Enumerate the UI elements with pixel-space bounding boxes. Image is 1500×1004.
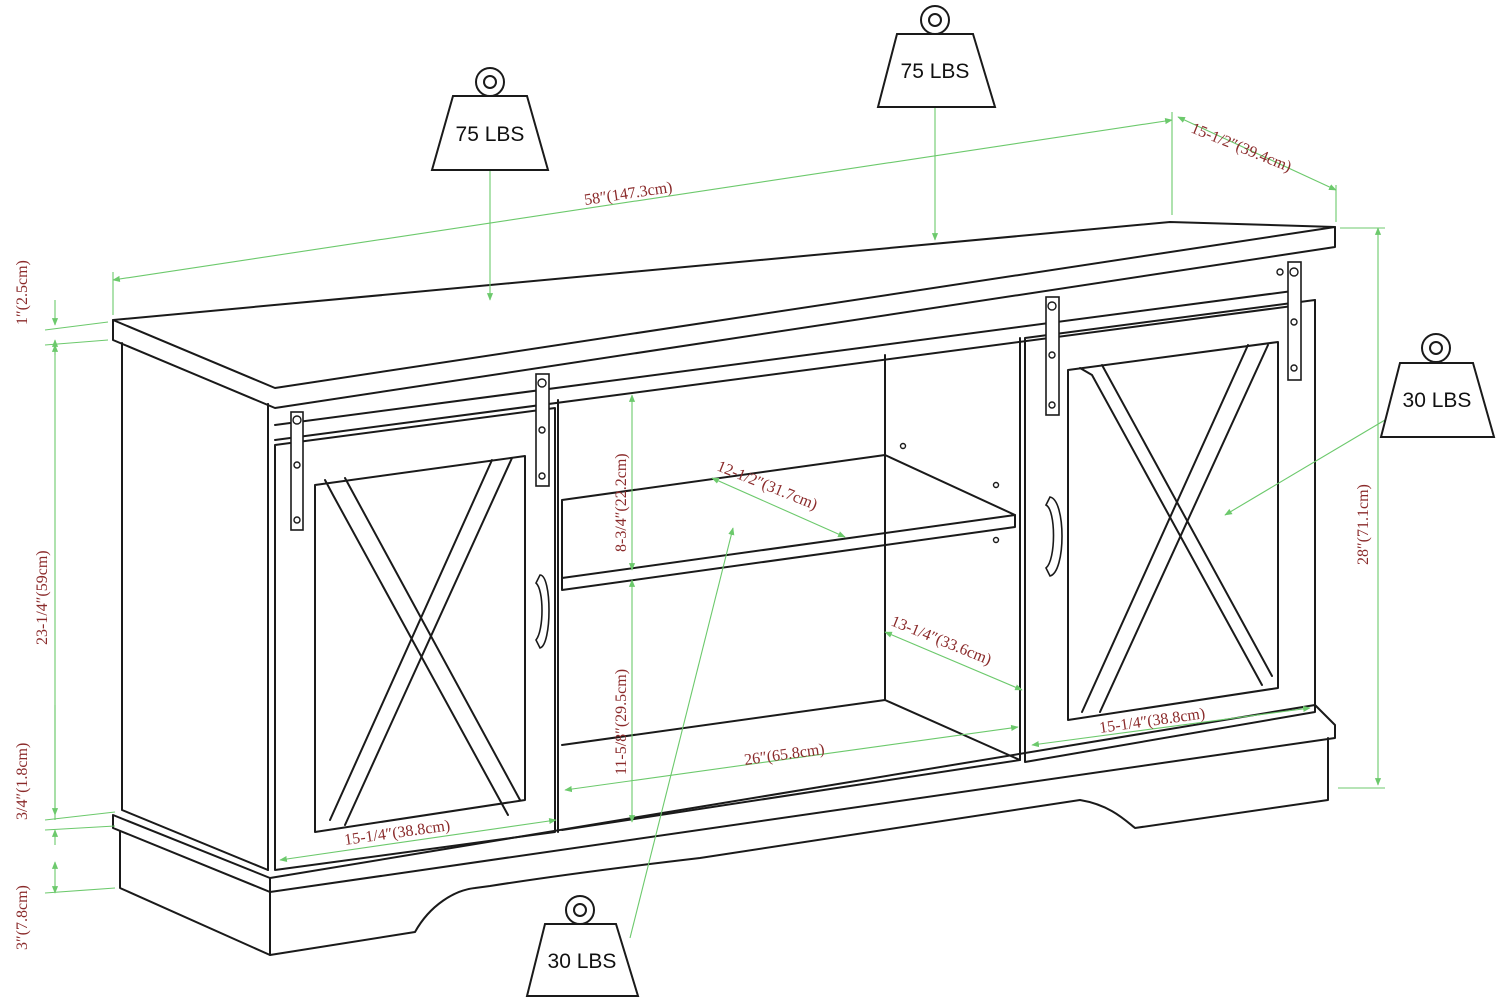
dim-top-thickness-label: 1″(2.5cm) [14, 260, 31, 325]
dim-left-door-width-label: 15-1/4″(38.8cm) [343, 817, 451, 849]
left-base-side [119, 830, 271, 956]
barn-door-rail [274, 289, 1301, 426]
left-door-handle [535, 574, 550, 649]
dim-inner-depth-label: 13-1/4″(33.6cm) [889, 613, 994, 669]
barn-door-rail-lower [274, 304, 1301, 441]
front-plinth [269, 737, 1329, 956]
dim-door-height-label: 23-1/4″(59cm) [34, 550, 51, 645]
weight-label-top-center: 75 LBS [901, 60, 970, 83]
right-door [1024, 261, 1316, 763]
dim-center-width-label: 26″(65.8cm) [743, 741, 825, 769]
left-door-hanger-left [290, 411, 304, 531]
weight-icon-right-door: 30 LBS [1379, 333, 1496, 438]
tv-stand-drawing [112, 221, 1336, 956]
front-base-molding [269, 704, 1336, 893]
top-surface [112, 221, 1336, 389]
dim-depth-label: 15-1/2″(39.4cm) [1189, 120, 1294, 176]
dim-lower-opening-label: 11-5/8″(29.5cm) [613, 669, 630, 775]
dim-height-label: 28″(71.1cm) [1355, 484, 1372, 565]
dimension-labels: 58″(147.3cm) 15-1/2″(39.4cm) 1″(2.5cm) 2… [14, 120, 1372, 950]
weight-label-bottom-shelf: 30 LBS [548, 950, 617, 973]
top-front-edge [112, 226, 1336, 409]
dim-kick-height-label: 3/4″(1.8cm) [14, 743, 31, 820]
left-door [274, 373, 556, 871]
dim-base-height-label: 3″(7.8cm) [14, 885, 31, 950]
left-base-molding [112, 814, 271, 893]
weight-icon-top-center: 75 LBS [876, 5, 997, 108]
weight-pointers [486, 108, 1386, 939]
weight-label-right-door: 30 LBS [1403, 389, 1472, 412]
dimension-lines [44, 112, 1385, 894]
weight-label-top-left: 75 LBS [456, 123, 525, 146]
dim-upper-opening-label: 8-3/4″(22.2cm) [613, 453, 630, 552]
weight-icon-top-left: 75 LBS [430, 67, 550, 171]
dim-width-label: 58″(147.3cm) [583, 179, 673, 209]
left-side-panel [121, 342, 269, 871]
weight-icon-bottom-shelf: 30 LBS [525, 895, 640, 997]
right-door-handle [1044, 496, 1063, 577]
